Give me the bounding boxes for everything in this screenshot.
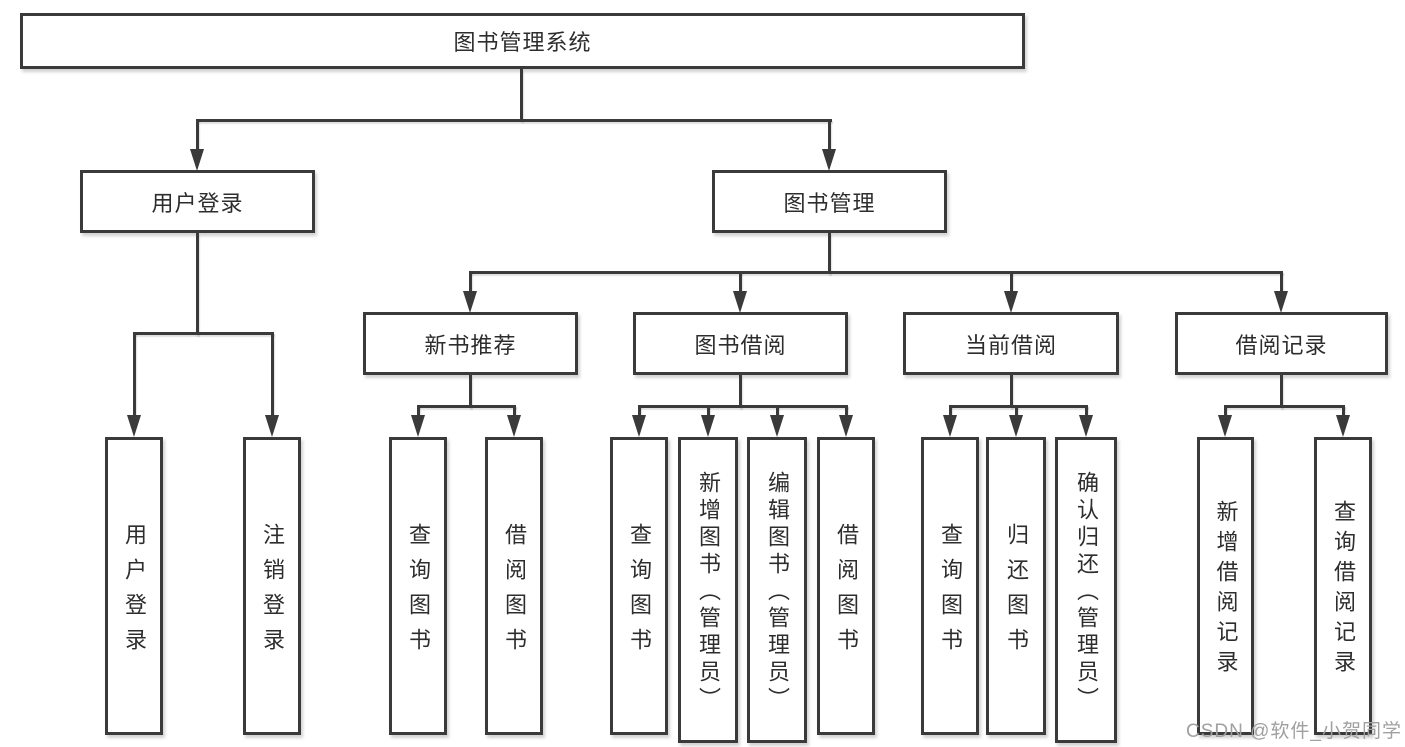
leaf-return-book: 归还图书: [986, 437, 1046, 735]
arrow-down-icon: [839, 415, 853, 437]
arrow-down-icon: [701, 415, 715, 437]
watermark: CSDN @软件_小贺同学: [1186, 721, 1402, 742]
connector-borrowing-drop-1: [638, 405, 641, 418]
connector-current-drop-2: [1015, 405, 1018, 418]
node-book-borrowing-label: 图书借阅: [694, 332, 787, 358]
leaf-add-book-admin-label: 新增图书（管理员）: [696, 471, 721, 714]
connector-root-drop-right: [828, 119, 831, 151]
leaf-query-borrow-record-label: 查询借阅记录: [1331, 500, 1356, 680]
leaf-edit-book-admin: 编辑图书（管理员）: [747, 437, 807, 743]
node-new-book-recommend-label: 新书推荐: [424, 332, 517, 358]
connector-recommend-drop-1: [417, 405, 420, 418]
leaf-add-book-admin: 新增图书（管理员）: [678, 437, 738, 743]
leaf-add-borrow-record: 新增借阅记录: [1197, 437, 1254, 735]
arrow-down-icon: [943, 415, 957, 437]
leaf-query-books-borrowing-label: 查询图书: [627, 522, 652, 663]
arrow-down-icon: [127, 415, 141, 437]
leaf-borrow-books-recommend-label: 借阅图书: [502, 522, 527, 663]
connector-userlogin-drop-left: [133, 332, 136, 417]
connector-userlogin-rail: [133, 332, 274, 335]
arrow-down-icon: [1336, 415, 1350, 437]
leaf-user-login: 用户登录: [105, 437, 163, 735]
node-user-login-label: 用户登录: [151, 190, 244, 216]
node-borrow-records: 借阅记录: [1175, 312, 1388, 375]
node-current-borrowing-label: 当前借阅: [964, 332, 1057, 358]
connector-recommend-stem: [469, 375, 472, 408]
connector-bookmgmt-drop-2: [739, 271, 742, 294]
leaf-query-books-recommend: 查询图书: [389, 437, 447, 735]
leaf-query-books-current-label: 查询图书: [938, 522, 963, 663]
arrow-down-icon: [1218, 415, 1232, 437]
connector-bookmgmt-rail: [469, 271, 1283, 274]
node-user-login: 用户登录: [80, 170, 315, 233]
leaf-query-books-recommend-label: 查询图书: [406, 522, 431, 663]
node-book-management: 图书管理: [712, 170, 947, 233]
node-library-system-label: 图书管理系统: [453, 30, 592, 55]
connector-root-stem: [520, 69, 523, 121]
connector-root-drop-left: [196, 119, 199, 151]
leaf-add-borrow-record-label: 新增借阅记录: [1213, 500, 1239, 680]
leaf-borrow-books-borrowing: 借阅图书: [817, 437, 875, 735]
arrow-down-icon: [1079, 415, 1093, 437]
leaf-query-borrow-record: 查询借阅记录: [1314, 437, 1372, 735]
leaf-borrow-books-borrowing-label: 借阅图书: [834, 522, 859, 663]
connector-borrowing-drop-3: [776, 405, 779, 418]
connector-records-drop-1: [1224, 405, 1227, 418]
leaf-query-books-borrowing: 查询图书: [610, 437, 668, 735]
leaf-user-login-label: 用户登录: [122, 522, 147, 663]
leaf-logout-label: 注销登录: [260, 522, 285, 663]
arrow-down-icon: [1004, 291, 1018, 313]
connector-userlogin-drop-right: [271, 332, 274, 417]
connector-bookmgmt-stem: [828, 233, 831, 274]
arrow-down-icon: [1274, 291, 1288, 313]
node-book-borrowing: 图书借阅: [633, 312, 848, 375]
leaf-query-books-current: 查询图书: [921, 437, 979, 735]
connector-root-rail: [196, 119, 832, 122]
leaf-confirm-return-admin-label: 确认归还（管理员）: [1074, 471, 1099, 714]
connector-borrowing-stem: [739, 375, 742, 408]
connector-current-drop-1: [949, 405, 952, 418]
connector-borrowing-drop-4: [845, 405, 848, 418]
leaf-confirm-return-admin: 确认归还（管理员）: [1055, 437, 1117, 743]
arrow-down-icon: [822, 149, 836, 171]
connector-bookmgmt-drop-1: [469, 271, 472, 294]
node-new-book-recommend: 新书推荐: [363, 312, 578, 375]
connector-current-drop-3: [1085, 405, 1088, 418]
leaf-borrow-books-recommend: 借阅图书: [485, 437, 543, 735]
connector-recommend-drop-2: [513, 405, 516, 418]
arrow-down-icon: [190, 149, 204, 171]
node-library-system: 图书管理系统: [20, 13, 1025, 69]
connector-borrowing-drop-2: [707, 405, 710, 418]
connector-current-rail: [949, 405, 1088, 408]
arrow-down-icon: [733, 291, 747, 313]
arrow-down-icon: [770, 415, 784, 437]
node-current-borrowing: 当前借阅: [903, 312, 1119, 375]
connector-recommend-rail: [417, 405, 516, 408]
leaf-return-book-label: 归还图书: [1004, 522, 1029, 663]
arrow-down-icon: [507, 415, 521, 437]
connector-current-stem: [1010, 375, 1013, 408]
arrow-down-icon: [632, 415, 646, 437]
node-book-management-label: 图书管理: [783, 190, 876, 216]
connector-records-drop-2: [1342, 405, 1345, 418]
arrow-down-icon: [463, 291, 477, 313]
connector-userlogin-stem: [196, 233, 199, 335]
arrow-down-icon: [411, 415, 425, 437]
connector-records-rail: [1224, 405, 1345, 408]
arrow-down-icon: [265, 415, 279, 437]
arrow-down-icon: [1009, 415, 1023, 437]
connector-records-stem: [1280, 375, 1283, 408]
leaf-logout: 注销登录: [243, 437, 301, 735]
leaf-edit-book-admin-label: 编辑图书（管理员）: [765, 471, 790, 714]
node-borrow-records-label: 借阅记录: [1235, 332, 1328, 358]
connector-bookmgmt-drop-3: [1010, 271, 1013, 294]
connector-bookmgmt-drop-4: [1280, 271, 1283, 294]
connector-borrowing-rail: [638, 405, 848, 408]
